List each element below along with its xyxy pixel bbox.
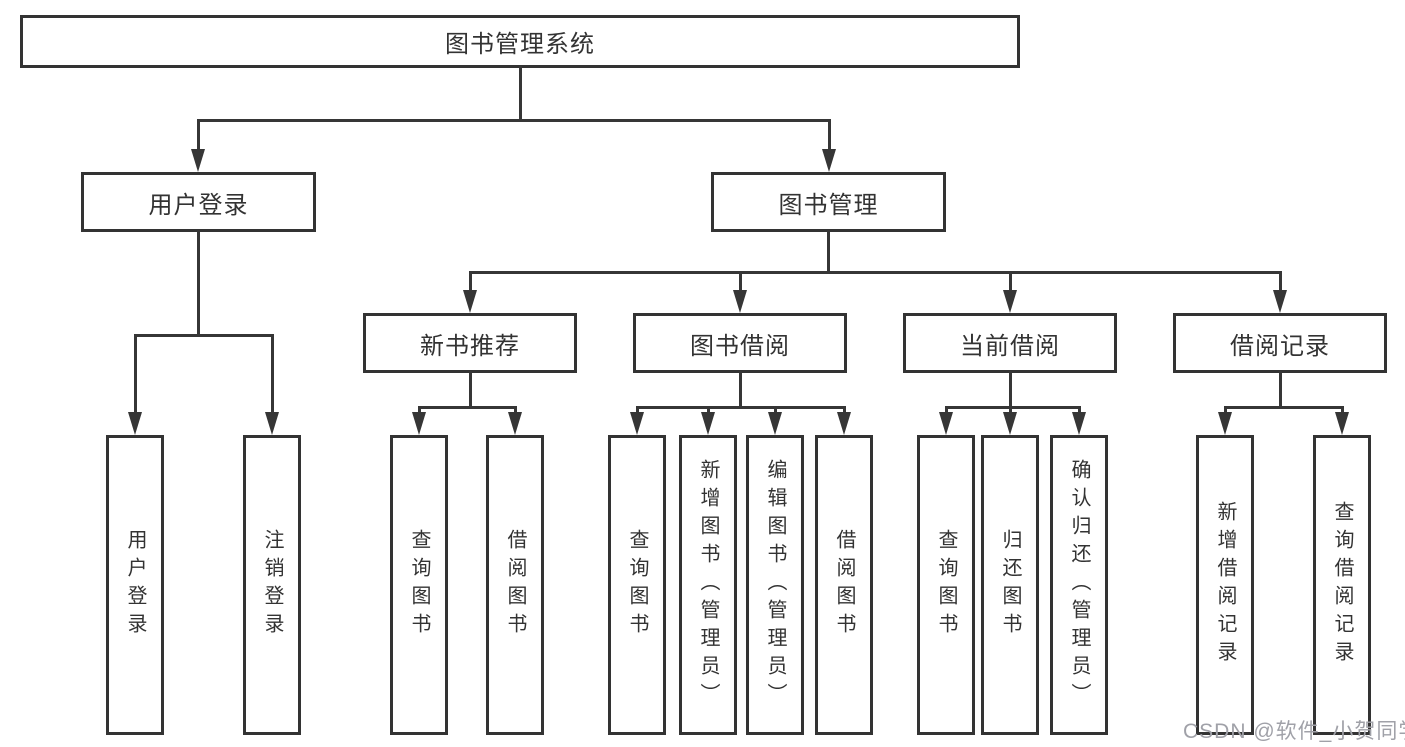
leaf-edit-books-admin: 编辑图书（管理员） xyxy=(746,435,804,735)
connector-line xyxy=(468,271,1282,274)
connector-line xyxy=(417,406,421,416)
connector-line xyxy=(133,334,274,337)
connector-line xyxy=(270,334,274,416)
leaf-query-borrowing-record: 查询借阅记录 xyxy=(1313,435,1371,735)
connector-line xyxy=(1278,371,1282,409)
arrow-down-icon xyxy=(463,290,477,313)
arrow-down-icon xyxy=(733,290,747,313)
leaf-borrow-books: 借阅图书 xyxy=(815,435,873,735)
connector-line xyxy=(513,406,517,416)
connector-line xyxy=(196,119,200,153)
node-library-management-system: 图书管理系统 xyxy=(20,15,1020,68)
connector-line xyxy=(1340,406,1344,416)
leaf-borrow-books-recommendation: 借阅图书 xyxy=(486,435,544,735)
leaf-logout: 注销登录 xyxy=(243,435,301,735)
arrow-down-icon xyxy=(939,412,953,435)
arrow-down-icon xyxy=(1218,412,1232,435)
node-book-borrowing: 图书借阅 xyxy=(633,313,847,373)
connector-line xyxy=(773,406,777,416)
arrow-down-icon xyxy=(1335,412,1349,435)
leaf-add-borrowing-record: 新增借阅记录 xyxy=(1196,435,1254,735)
connector-line xyxy=(196,119,831,122)
connector-line xyxy=(1223,406,1227,416)
connector-line xyxy=(827,119,831,153)
connector-line xyxy=(133,334,137,416)
node-borrowing-records: 借阅记录 xyxy=(1173,313,1387,373)
arrow-down-icon xyxy=(265,412,279,435)
leaf-confirm-return-admin: 确认归还（管理员） xyxy=(1050,435,1108,735)
arrow-down-icon xyxy=(630,412,644,435)
arrow-down-icon xyxy=(822,149,836,172)
connector-line xyxy=(1008,406,1012,416)
arrow-down-icon xyxy=(508,412,522,435)
connector-line xyxy=(738,271,742,295)
connector-line xyxy=(827,230,830,274)
connector-line xyxy=(1008,271,1012,295)
node-user-login: 用户登录 xyxy=(81,172,316,232)
node-book-management: 图书管理 xyxy=(711,172,946,232)
connector-line xyxy=(1008,371,1012,409)
connector-line xyxy=(518,66,522,122)
arrow-down-icon xyxy=(1072,412,1086,435)
node-new-book-recommendation: 新书推荐 xyxy=(363,313,577,373)
arrow-down-icon xyxy=(1273,290,1287,313)
connector-line xyxy=(635,406,846,409)
node-current-borrowing: 当前借阅 xyxy=(903,313,1117,373)
leaf-query-books-current: 查询图书 xyxy=(917,435,975,735)
connector-line xyxy=(842,406,846,416)
connector-line xyxy=(1278,271,1282,295)
connector-line xyxy=(468,371,472,409)
connector-line xyxy=(738,371,742,409)
connector-line xyxy=(635,406,639,416)
arrow-down-icon xyxy=(1003,290,1017,313)
arrow-down-icon xyxy=(412,412,426,435)
connector-line xyxy=(196,230,200,337)
connector-line xyxy=(944,406,1081,409)
connector-line xyxy=(944,406,948,416)
connector-line xyxy=(706,406,710,416)
leaf-add-books-admin: 新增图书（管理员） xyxy=(679,435,737,735)
connector-line xyxy=(1077,406,1081,416)
arrow-down-icon xyxy=(128,412,142,435)
leaf-return-books: 归还图书 xyxy=(981,435,1039,735)
leaf-user-login: 用户登录 xyxy=(106,435,164,735)
arrow-down-icon xyxy=(1003,412,1017,435)
arrow-down-icon xyxy=(768,412,782,435)
connector-line xyxy=(468,271,472,295)
arrow-down-icon xyxy=(837,412,851,435)
arrow-down-icon xyxy=(701,412,715,435)
arrow-down-icon xyxy=(191,149,205,172)
connector-line xyxy=(417,406,517,409)
csdn-watermark: CSDN @软件_小贺同学 xyxy=(1183,720,1405,743)
leaf-query-books-borrowing: 查询图书 xyxy=(608,435,666,735)
leaf-query-books-recommendation: 查询图书 xyxy=(390,435,448,735)
connector-line xyxy=(1223,406,1344,409)
